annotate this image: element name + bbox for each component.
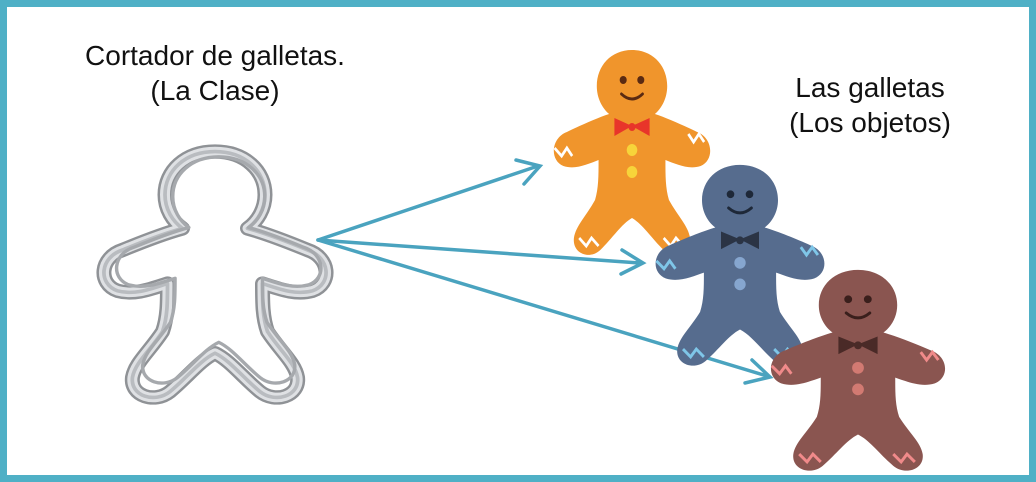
- class-label-line2: (La Clase): [150, 75, 280, 106]
- cookie-cutter-icon: [104, 152, 326, 398]
- arrowhead-blue: [619, 248, 647, 276]
- class-label: Cortador de galletas. (La Clase): [45, 38, 385, 108]
- gingerbread-orange-icon: [553, 50, 711, 255]
- objects-label-line2: (Los objetos): [789, 107, 951, 138]
- objects-label-line1: Las galletas: [795, 72, 945, 103]
- objects-label: Las galletas (Los objetos): [740, 70, 1000, 140]
- arrow-to-blue: [316, 238, 642, 265]
- class-label-line1: Cortador de galletas.: [85, 40, 345, 71]
- gingerbread-blue-icon: [655, 164, 825, 366]
- arrow-to-orange: [316, 164, 540, 242]
- arrowhead-brown: [743, 358, 774, 385]
- gingerbread-brown-icon: [770, 269, 946, 471]
- arrowhead-orange: [514, 158, 544, 186]
